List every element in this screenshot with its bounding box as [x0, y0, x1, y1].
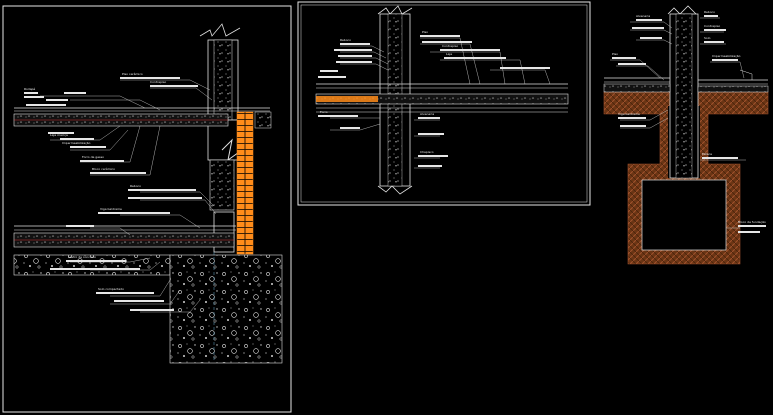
detail-2-label-floor: Piso [422, 30, 428, 34]
detail-1-label-lean-concrete: Lastro de concreto [68, 255, 96, 259]
detail-1-wall-floor-section [2, 5, 292, 413]
detail-1-label-waterproofing: Impermeabilização [62, 141, 91, 145]
detail-1-brick-veneer [236, 111, 254, 255]
detail-2-mid-floor-section [297, 1, 591, 206]
detail-2-label-plaster: Reboco [340, 38, 352, 42]
detail-2-label-bars [318, 35, 550, 167]
detail-2-leaders [330, 37, 551, 169]
detail-3-pile-cap [641, 179, 727, 251]
detail-1-label-floor-tile: Piso cerâmico [122, 72, 143, 76]
detail-3-label-pile-cap: Bloco de fundação [738, 220, 766, 224]
detail-3-foundation-footing [603, 5, 769, 265]
detail-1-label-block: Bloco cerâmico [92, 167, 115, 171]
detail-3-label-screed: Contrapiso [704, 24, 721, 28]
detail-3-leaders [610, 17, 746, 229]
detail-3-label-beam: Viga baldrame [618, 112, 640, 116]
detail-1-frame [2, 5, 292, 413]
detail-2-label-screed: Contrapiso [442, 44, 459, 48]
detail-1-wall [199, 23, 243, 253]
detail-1-label-slab: Laje maciça [50, 133, 68, 137]
detail-3-label-soil: Solo [704, 36, 711, 40]
detail-2-slab [315, 83, 569, 113]
detail-2-label-scratch-coat: Chapisco [420, 150, 434, 154]
detail-3-label-floor: Piso [612, 52, 618, 56]
detail-1-label-bars [24, 77, 202, 311]
detail-3-label-waterproofing: Impermeabilização [712, 54, 741, 58]
detail-2-label-ceiling: Forro [320, 110, 328, 114]
detail-1-label-plaster: Reboco [130, 184, 142, 188]
detail-2-frame [297, 1, 591, 206]
detail-1-label-beam: Viga baldrame [100, 207, 122, 211]
detail-1-lower-slab [13, 225, 236, 248]
detail-3-label-bars [612, 15, 766, 233]
detail-2-label-masonry: Alvenaria [420, 112, 435, 116]
detail-3-label-masonry: Alvenaria [636, 14, 651, 18]
detail-1-upper-slab [13, 107, 272, 129]
detail-3-label-pile: Estaca [702, 152, 712, 156]
detail-1-label-screed: Contrapiso [150, 80, 167, 84]
detail-2-label-slab: Laje [446, 52, 453, 56]
detail-1-footing [169, 254, 283, 364]
detail-1-label-skirting: Rodapé [24, 87, 36, 91]
detail-3-ground-slab [603, 69, 769, 93]
detail-3-label-plaster: Reboco [704, 10, 716, 14]
detail-3-wall [667, 5, 699, 179]
detail-1-label-ceiling: Forro de gesso [82, 155, 105, 159]
detail-1-label-soil: Solo compactado [98, 287, 124, 291]
